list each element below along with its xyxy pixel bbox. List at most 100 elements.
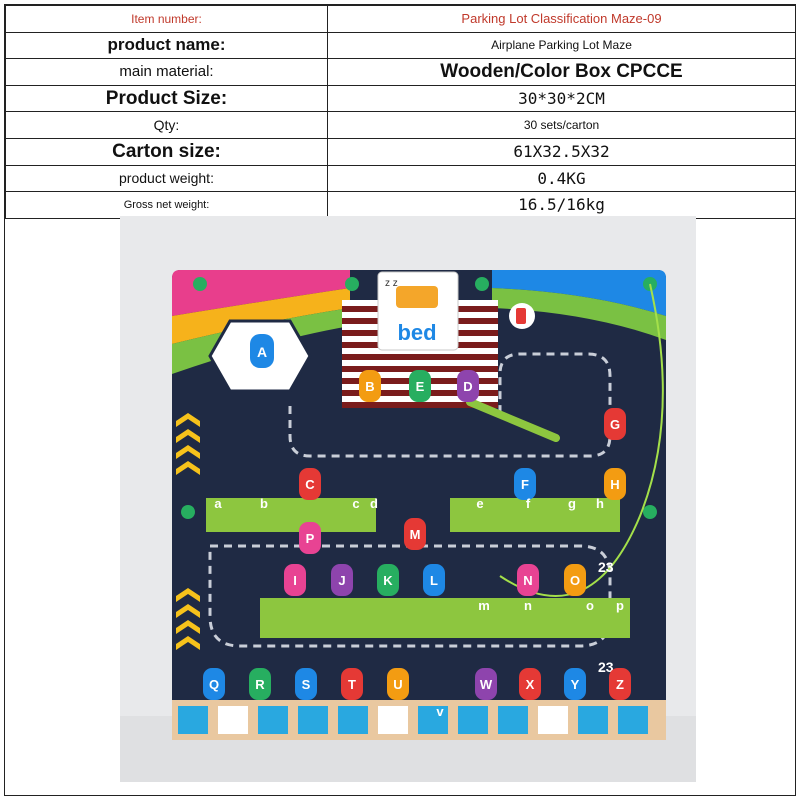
car-body [457,370,479,402]
chevron-icon [176,604,200,618]
car-piece-l[interactable]: L [423,564,445,596]
table-row: product name: Airplane Parking Lot Maze [5,31,796,60]
tile [178,706,208,734]
car-letter: C [305,477,315,492]
car-letter: U [393,677,402,692]
product-name-value: Airplane Parking Lot Maze [327,31,796,60]
lowercase-letter: v [436,704,444,719]
car-letter: W [480,677,493,692]
car-piece-k[interactable]: K [377,564,399,596]
tile [618,706,648,734]
car-body [299,468,321,500]
car-piece-p[interactable]: P [299,522,321,554]
car-body [284,564,306,596]
car-piece-w[interactable]: W [475,668,497,700]
car-piece-b[interactable]: B [359,370,381,402]
carton-size-label: Carton size: [5,137,328,166]
car-letter: H [610,477,619,492]
car-letter: K [383,573,393,588]
car-piece-x[interactable]: X [519,668,541,700]
car-body [249,668,271,700]
car-letter: M [410,527,421,542]
car-body [331,564,353,596]
awning-stripe [342,354,498,360]
chevron-icon [176,636,200,650]
peg [475,277,489,291]
car-letter: Q [209,677,219,692]
table-row: Product Size: 30*30*2CM [5,84,796,113]
car-body [519,668,541,700]
rainbow-green-right [492,288,666,340]
car-piece-u[interactable]: U [387,668,409,700]
car-letter: D [463,379,472,394]
car-piece-t[interactable]: T [341,668,363,700]
car-body [475,668,497,700]
car-body [203,668,225,700]
chevron-icon [176,588,200,602]
chevron-icon [176,429,200,443]
car-piece-h[interactable]: H [604,468,626,500]
car-body [564,564,586,596]
lowercase-letter: p [616,598,624,613]
lowercase-letter: c [352,496,359,511]
car-piece-y[interactable]: Y [564,668,586,700]
car-letter: Y [571,677,580,692]
car-letter: T [348,677,356,692]
peg [643,505,657,519]
car-piece-n[interactable]: N [517,564,539,596]
lowercase-letter: o [586,598,594,613]
rainbow-blue [492,270,666,316]
blue-tile-strip [178,706,648,734]
car-piece-m[interactable]: M [404,518,426,550]
car-piece-f[interactable]: F [514,468,536,500]
lowercase-letter: d [370,496,378,511]
peg [345,277,359,291]
lowercase-letter: f [526,496,531,511]
car-piece-e[interactable]: E [409,370,431,402]
magnetic-wand [466,398,560,442]
car-letter: Z [616,677,624,692]
car-piece-j[interactable]: J [331,564,353,596]
car-letter: R [255,677,265,692]
car-piece-d[interactable]: D [457,370,479,402]
tile [418,706,448,734]
green-strip-right [450,498,620,532]
car-body [609,668,631,700]
awning-stripe [342,366,498,372]
product-size-value: 30*30*2CM [327,84,796,113]
tile [378,706,408,734]
car-piece-s[interactable]: S [295,668,317,700]
chevron-signs [176,413,200,650]
car-body [404,518,426,550]
car-piece-q[interactable]: Q [203,668,225,700]
table-row: Carton size: 61X32.5X32 [5,137,796,166]
chevron-icon [176,445,200,459]
car-letter: J [338,573,345,588]
lot-number: 23 [598,559,614,575]
car-letter: L [430,573,438,588]
tile [298,706,328,734]
awning-stripe [342,402,498,408]
car-letter: B [365,379,374,394]
car-piece-a: A [250,334,274,368]
lowercase-letter: b [260,496,268,511]
table-row: product weight: 0.4KG [5,164,796,193]
lowercase-letter: g [568,496,576,511]
car-piece-i[interactable]: I [284,564,306,596]
car-piece-o[interactable]: O [564,564,586,596]
car-piece-c[interactable]: C [299,468,321,500]
car-body [295,668,317,700]
car-piece-r[interactable]: R [249,668,271,700]
main-material-value: Wooden/Color Box CPCCE [327,58,796,86]
car-piece-g[interactable]: G [604,408,626,440]
car-body [604,408,626,440]
fuel-pump-icon [516,308,526,324]
card-word: bed [397,320,436,345]
car-piece-z[interactable]: Z [609,668,631,700]
car-letter: P [306,531,315,546]
lowercase-letter: n [524,598,532,613]
car-letter: F [521,477,529,492]
